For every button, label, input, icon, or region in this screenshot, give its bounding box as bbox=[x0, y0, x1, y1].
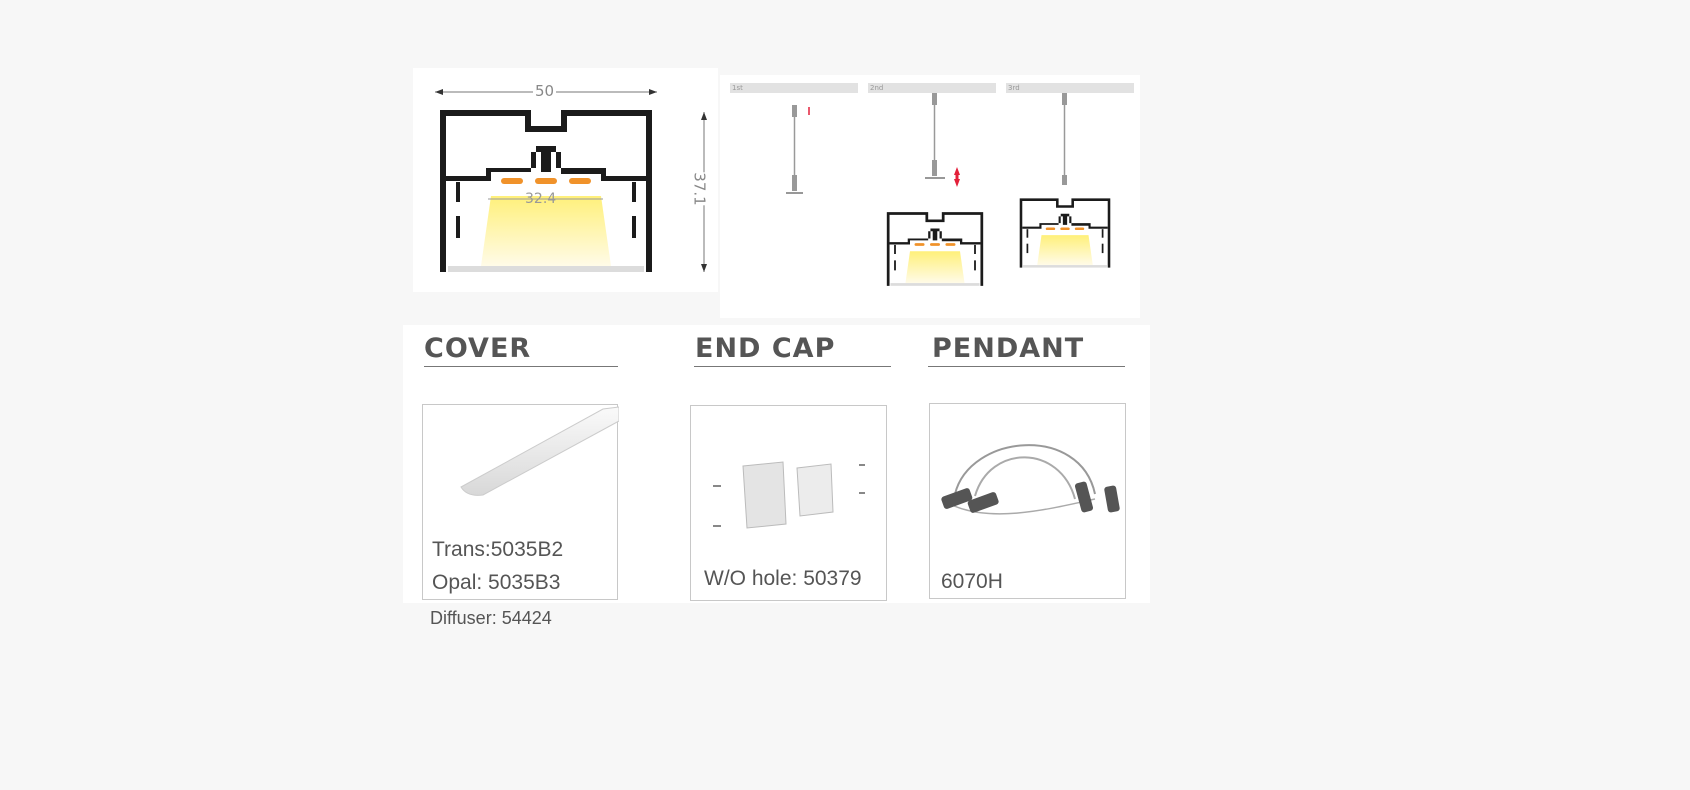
pendant-kit-image bbox=[941, 444, 1120, 515]
installation-steps-drawing bbox=[786, 93, 1111, 286]
step-label-3: 3rd bbox=[1008, 84, 1020, 92]
cover-underline bbox=[424, 366, 618, 367]
end-cap-code: W/O hole: 50379 bbox=[704, 567, 862, 590]
step-1-suspension-wire bbox=[786, 105, 810, 194]
inner-dimension-label: 32.4 bbox=[525, 191, 557, 207]
step-label-1: 1st bbox=[732, 84, 743, 92]
end-cap-heading: END CAP bbox=[695, 333, 836, 364]
pendant-heading: PENDANT bbox=[932, 333, 1085, 364]
installation-steps-panel: 1st 2nd 3rd bbox=[720, 75, 1140, 318]
ceiling-bar-3 bbox=[1006, 83, 1134, 93]
cover-product-card bbox=[422, 404, 619, 600]
cover-heading: COVER bbox=[424, 333, 532, 364]
step-label-2: 2nd bbox=[870, 84, 884, 92]
end-cap-underline bbox=[694, 366, 891, 367]
cover-trans-code: Trans:5035B2 bbox=[432, 538, 564, 561]
cover-diffuser-code: Diffuser: 54424 bbox=[430, 608, 552, 628]
pendant-code: 6070H bbox=[941, 570, 1003, 593]
pendant-product-card bbox=[929, 403, 1126, 599]
end-cap-image bbox=[713, 461, 865, 529]
width-dimension-label: 50 bbox=[533, 82, 557, 100]
ceiling-bar-2 bbox=[868, 83, 996, 93]
height-dimension-label: 37.1 bbox=[690, 172, 709, 206]
pendant-underline bbox=[928, 366, 1125, 367]
profile-drawing-panel: 50 37.1 32.4 bbox=[413, 68, 718, 292]
end-cap-product-card bbox=[690, 405, 887, 601]
cover-strip-image bbox=[460, 406, 619, 496]
ceiling-bar-1 bbox=[730, 83, 858, 93]
step-2-attach bbox=[886, 93, 984, 286]
step-3-mounted bbox=[1019, 93, 1111, 268]
cover-opal-code: Opal: 5035B3 bbox=[432, 571, 561, 594]
profile-cross-section bbox=[435, 89, 707, 272]
